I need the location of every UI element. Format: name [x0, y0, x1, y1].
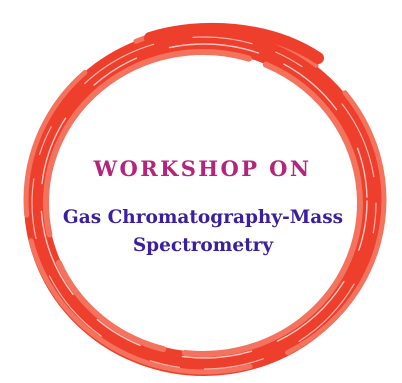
ring-inner-stroke	[43, 49, 363, 357]
ring-streak	[40, 43, 368, 359]
workshop-title: Gas Chromatography-Mass Spectrometry	[0, 204, 402, 260]
workshop-title-line-1: Gas Chromatography-Mass	[62, 207, 344, 228]
ring-streak	[31, 36, 377, 370]
workshop-title-line-2: Spectrometry	[132, 235, 274, 256]
ring-flick-stroke	[144, 22, 324, 64]
workshop-heading: WORKSHOP ON	[93, 156, 312, 181]
ring-main-stroke	[24, 28, 384, 376]
